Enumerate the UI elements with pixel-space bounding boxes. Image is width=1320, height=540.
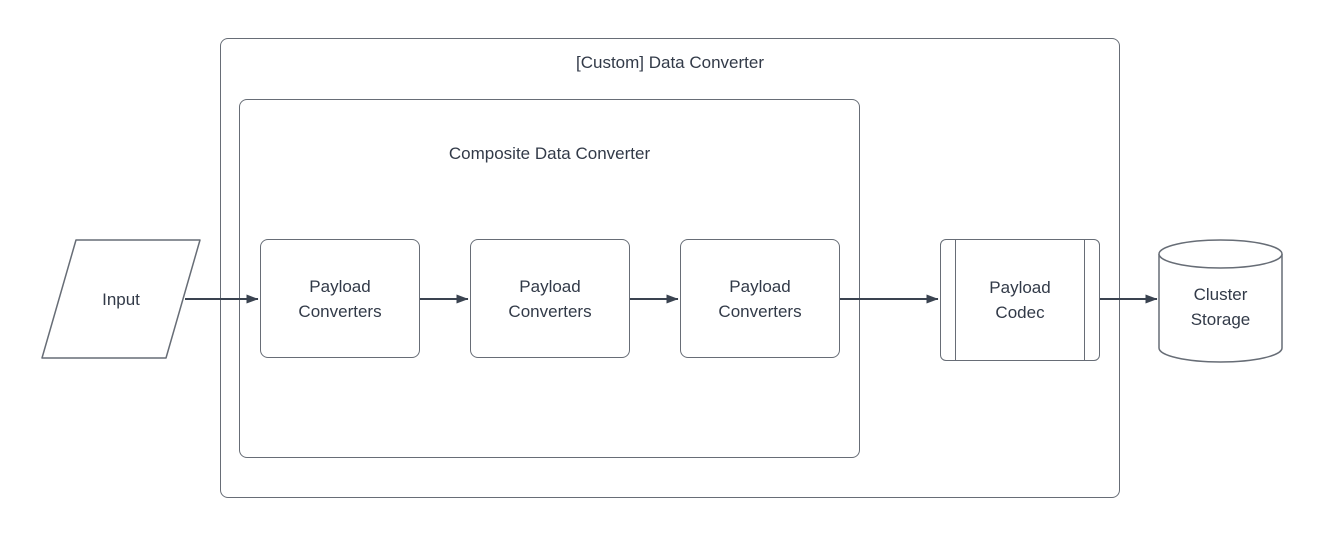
payload-codec-node: Payload Codec (940, 239, 1100, 361)
input-node-shape (41, 239, 201, 359)
input-node: Input (59, 240, 183, 358)
cluster-storage-node-label: Cluster Storage (1190, 285, 1251, 329)
payload-converters-node-2-label: Payload Converters (508, 276, 592, 321)
payload-codec-right-bar (1084, 240, 1085, 360)
payload-converters-node-1-label: Payload Converters (298, 276, 382, 321)
payload-codec-node-label: Payload Codec (989, 278, 1051, 322)
cluster-storage-node: Cluster Storage (1159, 254, 1282, 360)
payload-converters-node-1: Payload Converters (260, 239, 420, 358)
payload-converters-node-2: Payload Converters (470, 239, 630, 358)
payload-codec-left-bar (955, 240, 956, 360)
composite-data-converter-group: Composite Data Converter (239, 99, 860, 458)
payload-converters-node-3-label: Payload Converters (718, 276, 802, 321)
input-node-label: Input (102, 289, 140, 309)
custom-data-converter-group: [Custom] Data Converter (220, 38, 1120, 498)
composite-data-converter-group-title: Composite Data Converter (448, 144, 651, 163)
payload-converters-node-3: Payload Converters (680, 239, 840, 358)
custom-data-converter-group-title: [Custom] Data Converter (575, 53, 764, 72)
cluster-storage-node-shape (1158, 239, 1283, 363)
